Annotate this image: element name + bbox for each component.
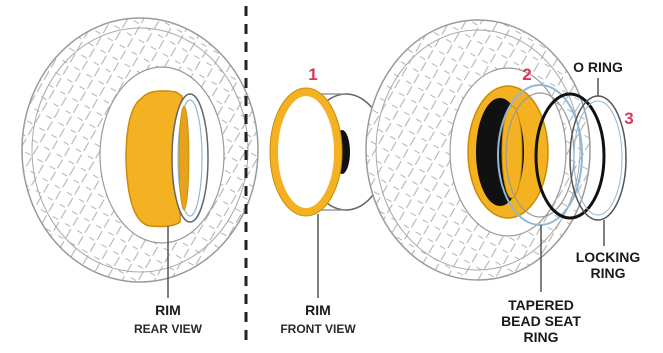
label-rim-front: RIM bbox=[305, 302, 331, 318]
label-rear-view: REAR VIEW bbox=[134, 322, 203, 336]
label-locking-2: RING bbox=[591, 265, 626, 281]
label-front-view: FRONT VIEW bbox=[280, 322, 356, 336]
rim-rear bbox=[126, 91, 208, 227]
number-2: 2 bbox=[522, 65, 531, 84]
label-rim-rear: RIM bbox=[155, 302, 181, 318]
label-locking-1: LOCKING bbox=[576, 249, 641, 265]
label-tapered-3: RING bbox=[524, 329, 559, 345]
label-tapered-2: BEAD SEAT bbox=[501, 313, 581, 329]
label-tapered-1: TAPERED bbox=[508, 297, 574, 313]
number-3: 3 bbox=[624, 109, 633, 128]
label-o-ring: O RING bbox=[573, 59, 623, 75]
number-1: 1 bbox=[308, 65, 317, 84]
rim-front-flange bbox=[274, 92, 338, 212]
